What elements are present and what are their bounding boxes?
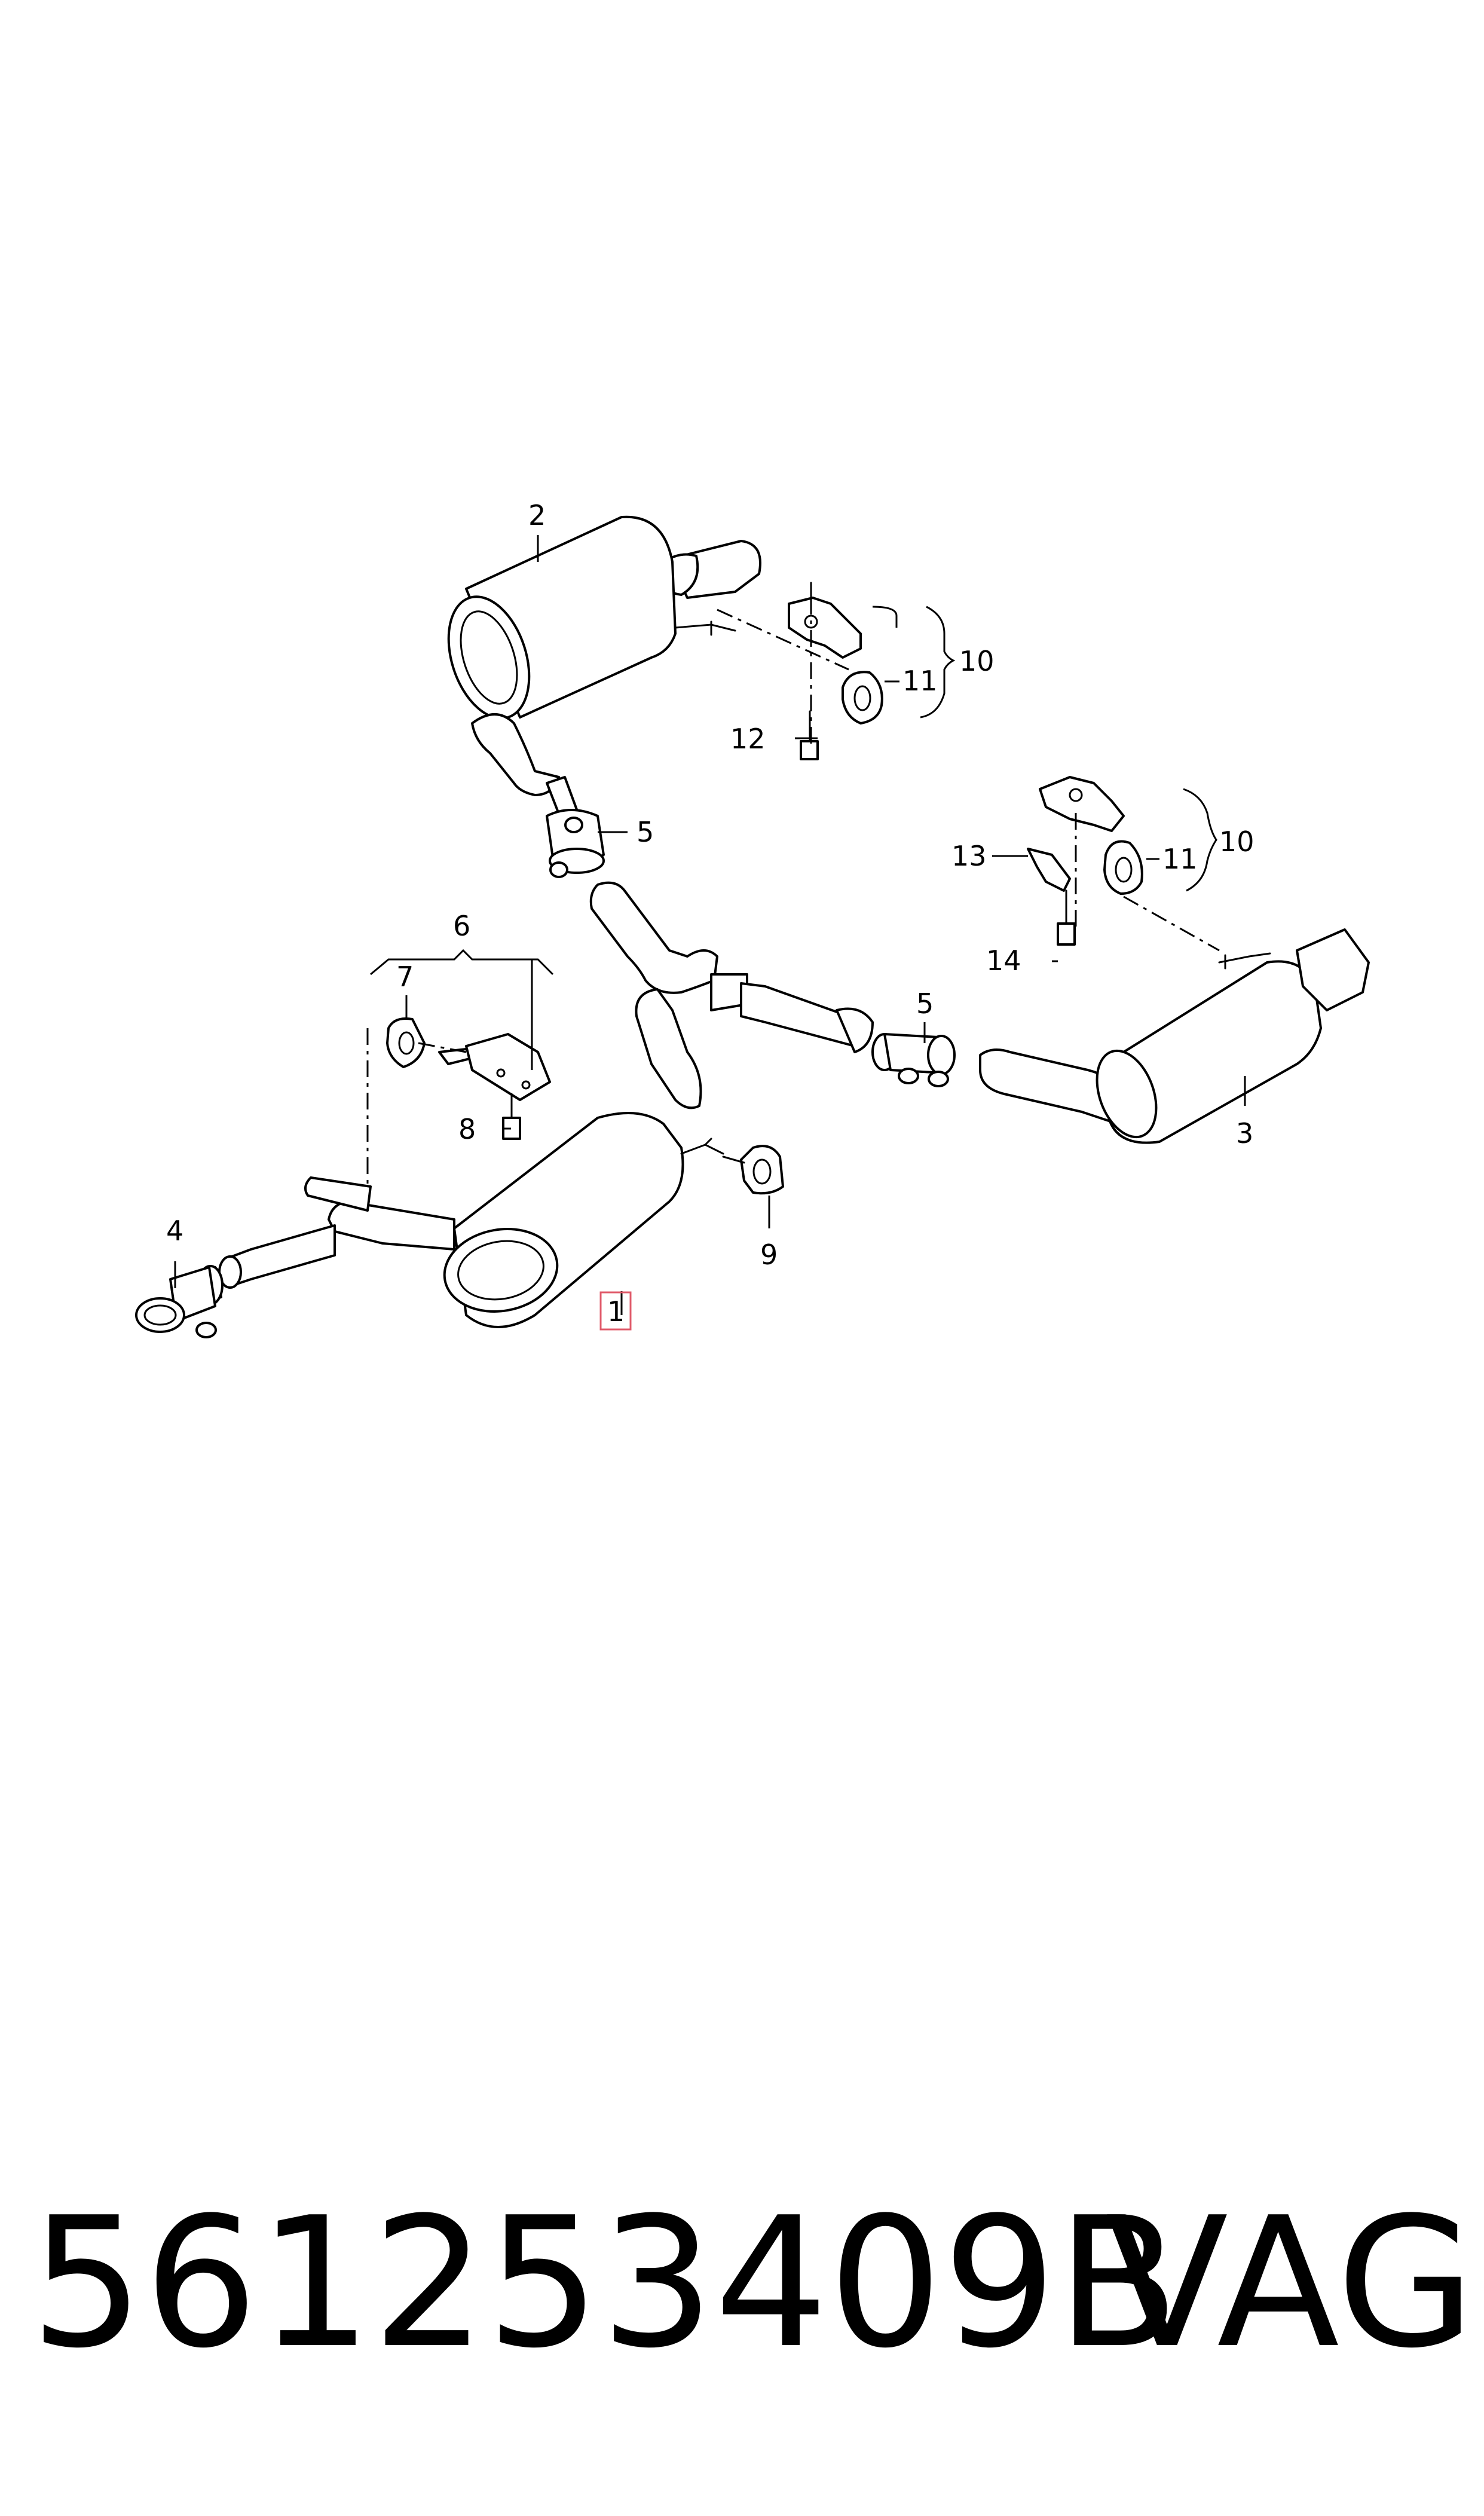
callout-11-upper: 11 — [902, 665, 938, 697]
hanger-right — [1027, 776, 1143, 946]
assembly-lines — [366, 598, 1220, 1190]
callout-1-highlight-box — [599, 1291, 632, 1331]
callout-2: 2 — [528, 499, 546, 531]
callout-12: 12 — [730, 723, 766, 755]
callout-14: 14 — [986, 944, 1021, 977]
callout-1: 1 — [607, 1295, 625, 1328]
callout-10-upper: 10 — [959, 645, 995, 677]
rubber-mount-9 — [722, 1145, 784, 1195]
front-clamp — [135, 1265, 224, 1338]
part-number: 561253409B — [30, 2179, 1180, 2387]
rear-right-silencer — [1096, 928, 1370, 1144]
leader-lines — [174, 535, 1246, 1315]
callout-11-right: 11 — [1162, 843, 1198, 875]
hanger-upper — [788, 582, 883, 760]
clamp-right — [871, 1033, 956, 1087]
bracket-6 — [438, 1033, 551, 1101]
rear-left-silencer — [447, 515, 761, 720]
footer: 561253409B VAG — [30, 2176, 1475, 2415]
rubber-mount-7 — [386, 1017, 426, 1068]
callout-4: 4 — [166, 1215, 183, 1247]
callout-10-right: 10 — [1219, 826, 1254, 858]
front-silencer — [443, 1112, 724, 1328]
callout-5-upper: 5 — [637, 816, 654, 848]
callout-labels: 2 3 4 5 5 6 7 8 9 10 10 11 11 12 13 14 1 — [166, 499, 1254, 1331]
callout-8: 8 — [458, 1113, 476, 1145]
bolt-8 — [502, 1093, 521, 1140]
callout-5-right: 5 — [916, 988, 934, 1020]
brand-label: VAG — [1106, 2179, 1476, 2387]
center-y-pipe — [589, 881, 874, 1109]
callout-13: 13 — [951, 840, 987, 872]
callout-3: 3 — [1236, 1117, 1253, 1150]
callout-9: 9 — [760, 1239, 778, 1271]
callout-6: 6 — [453, 910, 470, 942]
clamp-upper — [546, 809, 605, 878]
callout-7: 7 — [396, 961, 414, 993]
